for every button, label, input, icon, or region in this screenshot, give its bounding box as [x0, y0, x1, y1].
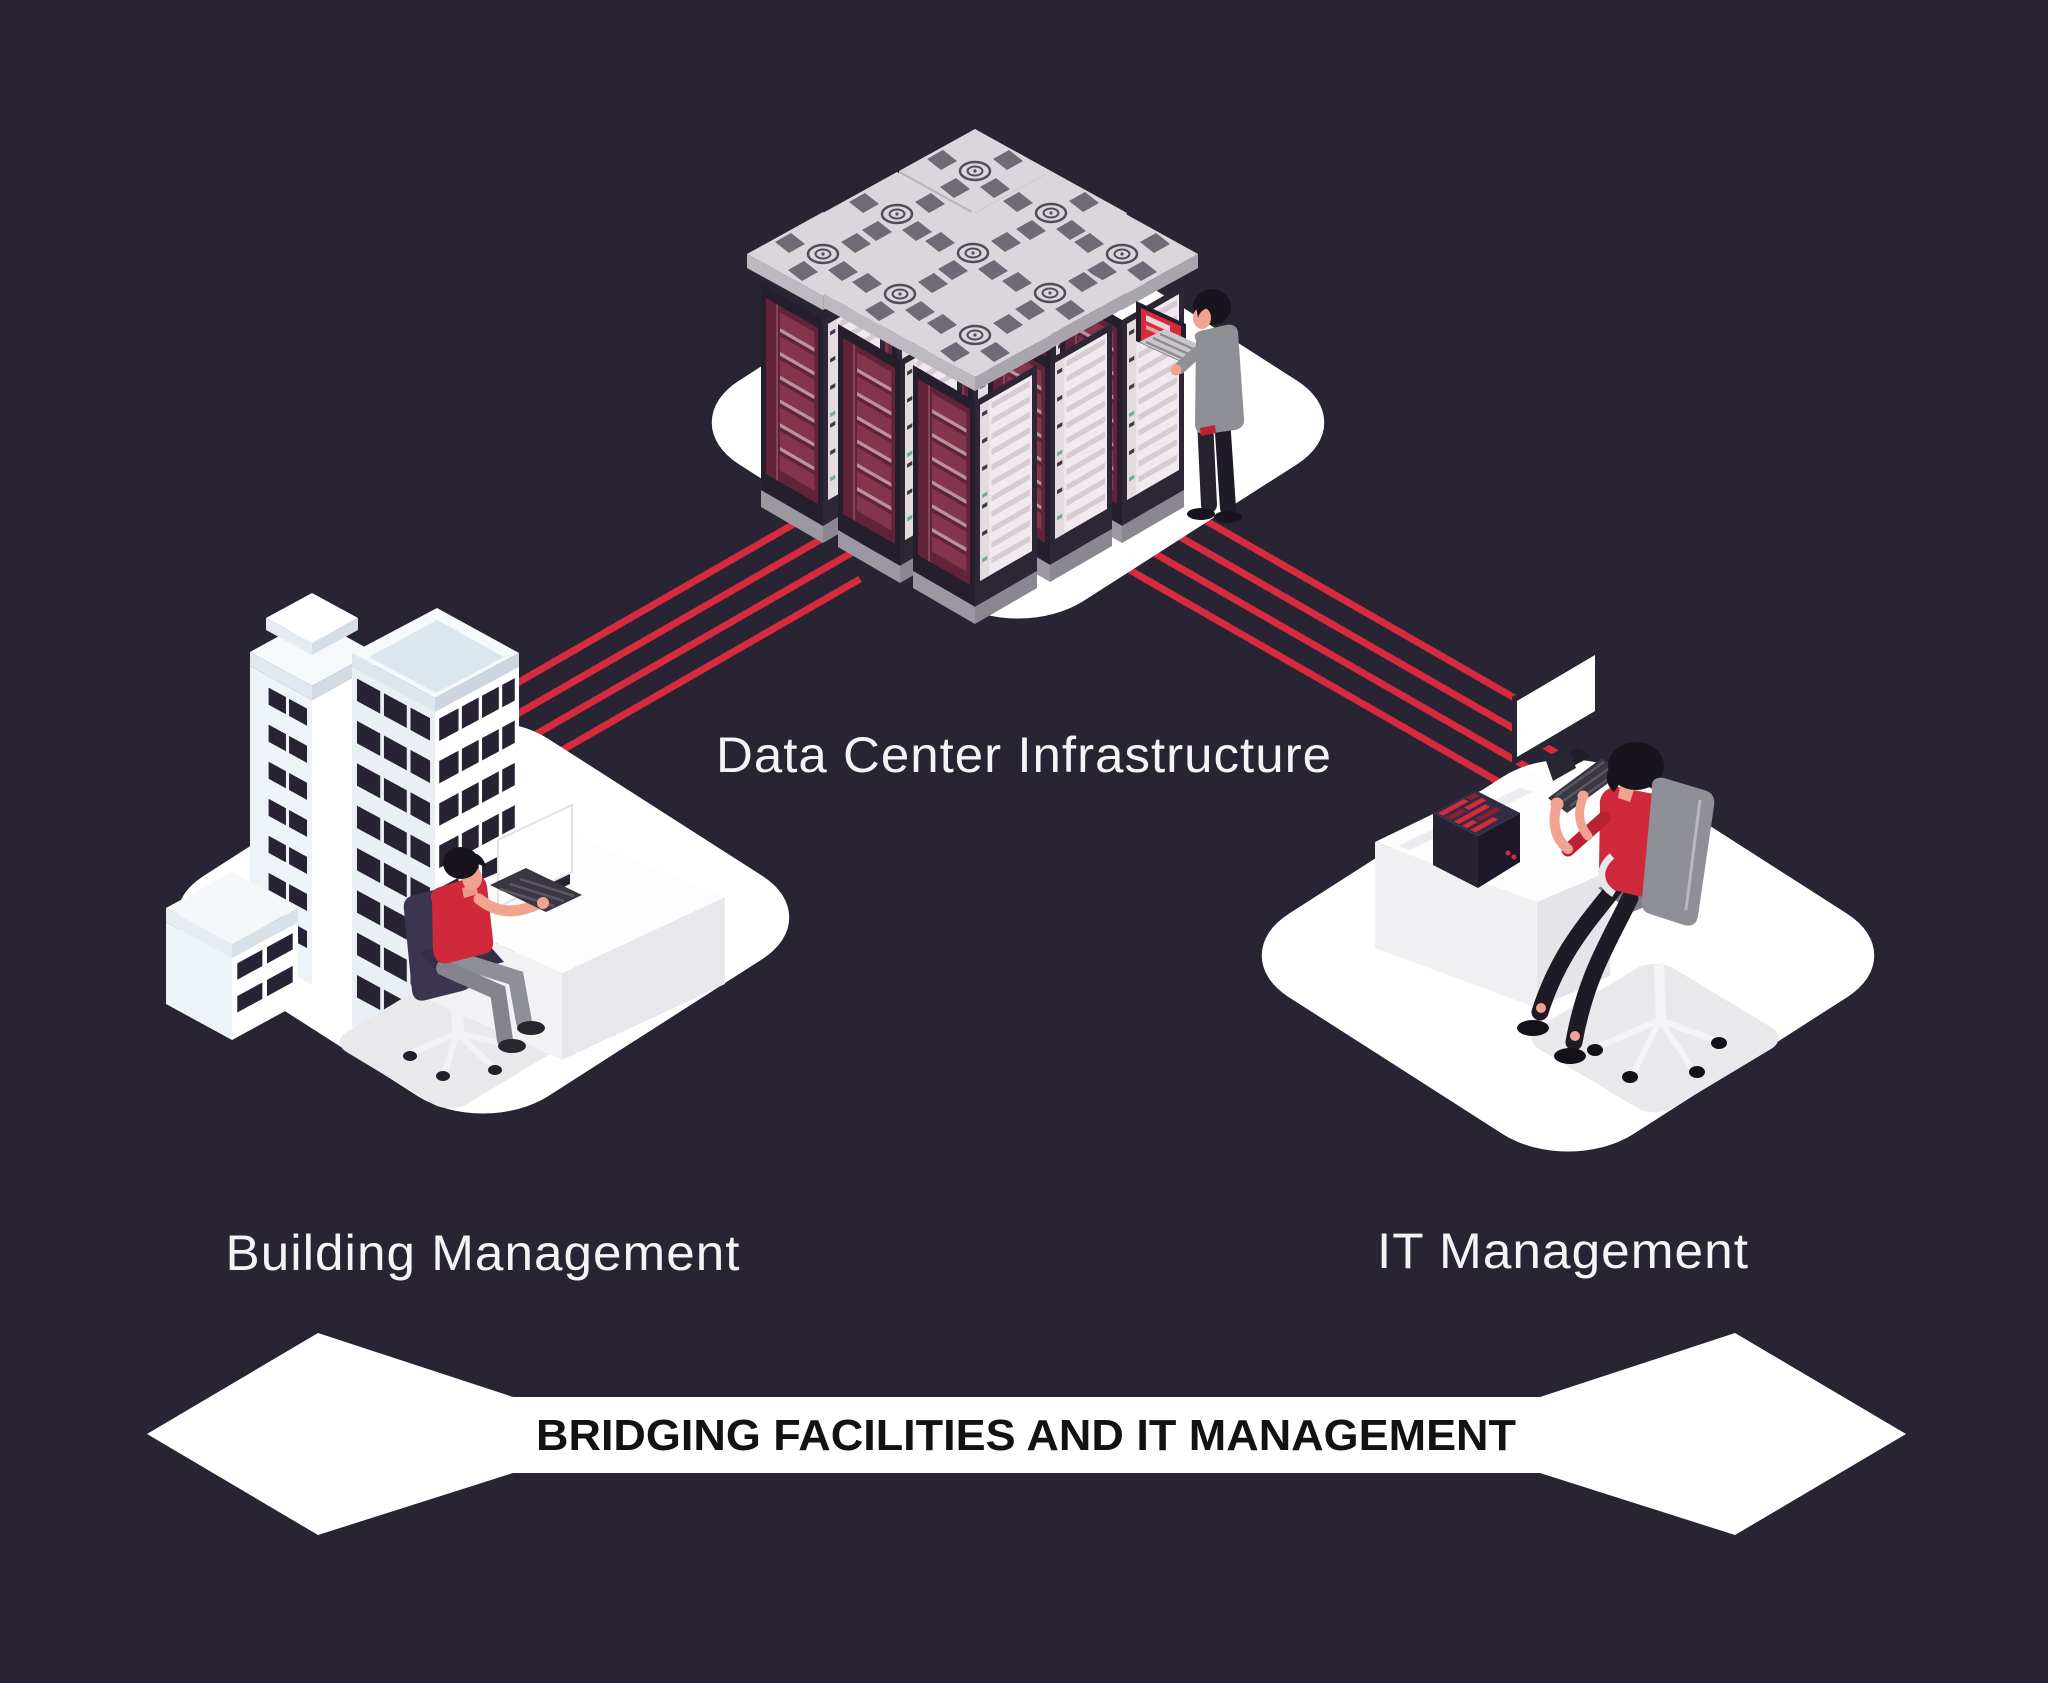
label-it-management: IT Management [1377, 1223, 1749, 1279]
shoe [1517, 1020, 1549, 1036]
mini-server [1433, 790, 1520, 888]
keyboard [490, 868, 582, 912]
seated-worker-building [430, 847, 582, 1053]
connection-line [503, 544, 862, 756]
monitor-screen [1517, 655, 1595, 757]
jacket [1194, 324, 1245, 435]
shoe [1187, 508, 1215, 520]
shirt [430, 876, 494, 964]
connection-line [1098, 518, 1562, 790]
chair-mat [1531, 963, 1779, 1113]
standing-technician [1170, 289, 1245, 523]
hand [1170, 364, 1182, 376]
bridging-banner: BRIDGING FACILITIES AND IT MANAGEMENT [147, 1333, 1906, 1535]
seated-worker-it [1517, 742, 1715, 1064]
monitor-stand [1545, 745, 1576, 781]
shoe [1214, 511, 1242, 523]
scene-building-management [166, 593, 790, 1114]
shoe [498, 1039, 526, 1053]
label-data-center: Data Center Infrastructure [716, 727, 1332, 783]
shoe [1554, 1048, 1586, 1064]
hand [1550, 797, 1564, 811]
banner-label: BRIDGING FACILITIES AND IT MANAGEMENT [536, 1411, 1516, 1460]
hand [537, 897, 549, 909]
scene-it-management [1261, 646, 1875, 1152]
label-building-management: Building Management [226, 1225, 741, 1281]
chair-back [1641, 777, 1715, 926]
connection-line [1098, 549, 1562, 821]
connection-datacenter-to-it [1098, 456, 1562, 821]
monitor-it [1512, 646, 1600, 781]
connection-line [503, 513, 862, 725]
hand [1577, 790, 1589, 802]
shoe [517, 1021, 545, 1035]
scene-data-center [711, 129, 1325, 643]
chair-armrest [1598, 853, 1617, 897]
connection-line [503, 575, 862, 787]
double-headed-arrow-icon [147, 1333, 1906, 1535]
server-rack [899, 293, 1051, 624]
